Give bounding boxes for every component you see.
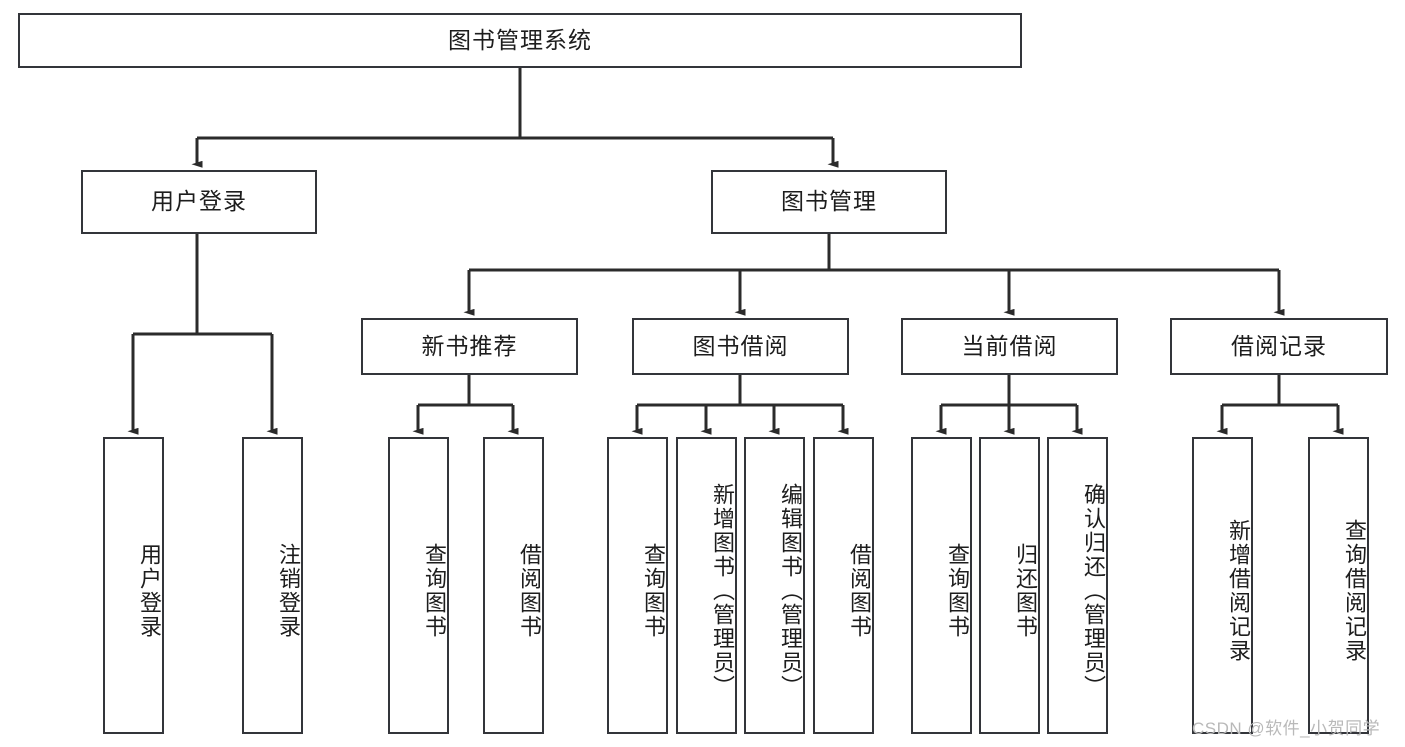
node-leaf-current-confirm[interactable]: 确认归还（管理员） (1047, 437, 1108, 734)
node-book-borrow[interactable]: 图书借阅 (632, 318, 849, 375)
node-leaf-current-return-label: 归还图书 (1013, 542, 1038, 639)
node-leaf-rec-query[interactable]: 查询图书 (388, 437, 449, 734)
node-borrow-record[interactable]: 借阅记录 (1170, 318, 1388, 375)
node-leaf-user-logout[interactable]: 注销登录 (242, 437, 303, 734)
node-leaf-borrow-query-label: 查询图书 (641, 542, 666, 639)
node-leaf-rec-query-label: 查询图书 (422, 542, 447, 639)
node-leaf-borrow-do[interactable]: 借阅图书 (813, 437, 874, 734)
node-root[interactable]: 图书管理系统 (18, 13, 1022, 68)
node-current-borrow[interactable]: 当前借阅 (901, 318, 1118, 375)
node-leaf-borrow-edit[interactable]: 编辑图书（管理员） (744, 437, 805, 734)
node-leaf-current-query-label: 查询图书 (945, 542, 970, 639)
node-leaf-borrow-query[interactable]: 查询图书 (607, 437, 668, 734)
node-leaf-rec-borrow-label: 借阅图书 (517, 542, 542, 639)
node-leaf-borrow-do-label: 借阅图书 (847, 542, 872, 639)
node-leaf-user-login-label: 用户登录 (137, 542, 162, 639)
node-leaf-record-add-label: 新增借阅记录 (1226, 518, 1251, 663)
node-book-admin[interactable]: 图书管理 (711, 170, 947, 234)
node-user-login[interactable]: 用户登录 (81, 170, 317, 234)
node-leaf-record-query[interactable]: 查询借阅记录 (1308, 437, 1369, 734)
node-leaf-rec-borrow[interactable]: 借阅图书 (483, 437, 544, 734)
csdn-watermark: CSDN @软件_小贺同学 (1192, 719, 1381, 738)
node-leaf-user-login[interactable]: 用户登录 (103, 437, 164, 734)
node-new-book-rec[interactable]: 新书推荐 (361, 318, 578, 375)
node-leaf-current-return[interactable]: 归还图书 (979, 437, 1040, 734)
node-leaf-record-query-label: 查询借阅记录 (1342, 518, 1367, 663)
node-leaf-borrow-add-label: 新增图书（管理员） (710, 482, 735, 699)
node-leaf-current-query[interactable]: 查询图书 (911, 437, 972, 734)
node-leaf-borrow-add[interactable]: 新增图书（管理员） (676, 437, 737, 734)
node-leaf-record-add[interactable]: 新增借阅记录 (1192, 437, 1253, 734)
node-leaf-borrow-edit-label: 编辑图书（管理员） (778, 482, 803, 699)
node-leaf-current-confirm-label: 确认归还（管理员） (1081, 482, 1106, 699)
node-leaf-user-logout-label: 注销登录 (276, 542, 301, 639)
